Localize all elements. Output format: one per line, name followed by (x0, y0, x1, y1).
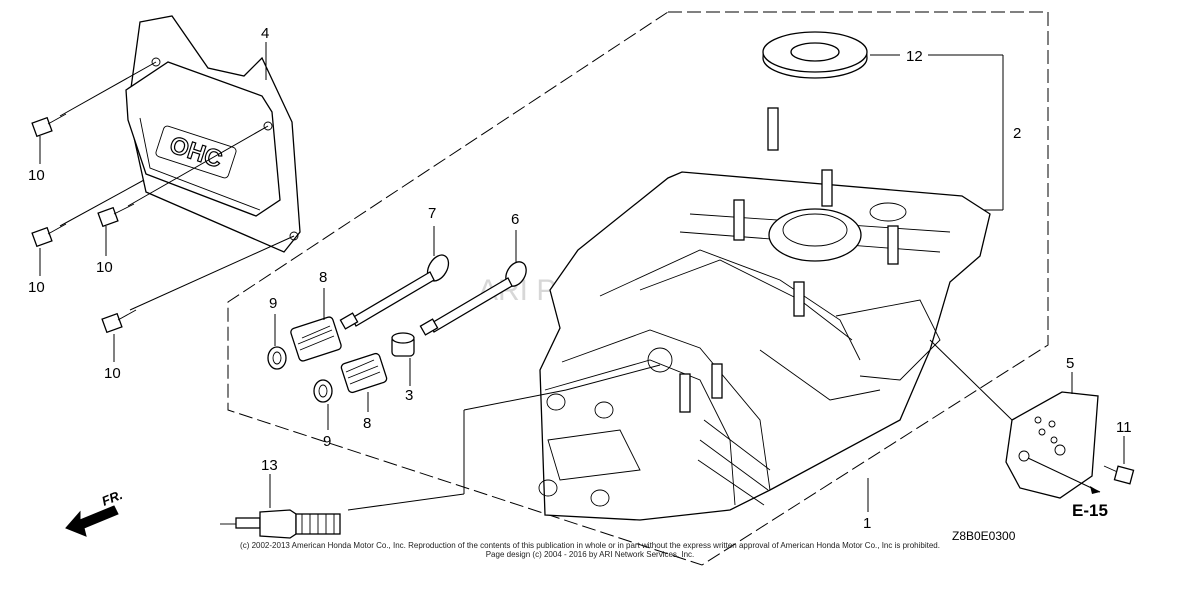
bolt-10-c[interactable] (97, 203, 135, 228)
copyright-line-1: (c) 2002-2013 American Honda Motor Co., … (240, 541, 940, 550)
callout-8-upper[interactable]: 8 (319, 269, 327, 286)
callout-9-lower[interactable]: 9 (323, 433, 331, 450)
section-reference-e15[interactable]: E-15 (1072, 501, 1108, 520)
callout-7[interactable]: 7 (428, 205, 436, 222)
front-label: FR. (100, 487, 125, 509)
bolt-10-a[interactable] (31, 113, 67, 138)
valve-exhaust-part[interactable] (339, 251, 452, 330)
figure-code: Z8B0E0300 (952, 529, 1016, 543)
valve-spring-upper[interactable] (290, 316, 342, 362)
valve-intake-part[interactable] (419, 258, 530, 336)
callout-2[interactable]: 2 (1013, 125, 1021, 142)
front-arrow-icon: FR. (65, 487, 125, 537)
callout-10-d[interactable]: 10 (104, 365, 121, 382)
bolt-10-b[interactable] (31, 223, 67, 248)
arrow-head-e15 (1090, 486, 1100, 494)
bolt-10-d[interactable] (101, 309, 137, 334)
callout-12[interactable]: 12 (906, 48, 923, 65)
callout-5[interactable]: 5 (1066, 355, 1074, 372)
valve-retainer-upper[interactable] (267, 346, 287, 370)
callout-10-c[interactable]: 10 (96, 259, 113, 276)
callout-1[interactable]: 1 (863, 515, 871, 532)
callout-9-upper[interactable]: 9 (269, 295, 277, 312)
spark-plug-part[interactable] (220, 509, 341, 539)
copyright-line-2: Page design (c) 2004 - 2016 by ARI Netwo… (485, 550, 695, 559)
breather-cover-plate-part[interactable] (1005, 391, 1099, 499)
bolt-11[interactable] (1103, 465, 1135, 485)
callout-10-b[interactable]: 10 (28, 279, 45, 296)
callout-6[interactable]: 6 (511, 211, 519, 228)
head-cover-part[interactable]: OHC (125, 15, 301, 253)
cylinder-barrel-part[interactable] (538, 107, 991, 521)
valve-stem-seal-part[interactable] (391, 332, 415, 357)
callout-4[interactable]: 4 (261, 25, 269, 42)
valve-retainer-lower[interactable] (313, 379, 333, 403)
callout-10-a[interactable]: 10 (28, 167, 45, 184)
callout-11[interactable]: 11 (1116, 419, 1132, 436)
callout-3[interactable]: 3 (405, 387, 413, 404)
assembly-boundary (227, 11, 1049, 566)
valve-spring-lower[interactable] (340, 352, 388, 394)
callout-13[interactable]: 13 (261, 457, 278, 474)
callout-8-lower[interactable]: 8 (363, 415, 371, 432)
oil-seal-part[interactable] (762, 31, 868, 79)
